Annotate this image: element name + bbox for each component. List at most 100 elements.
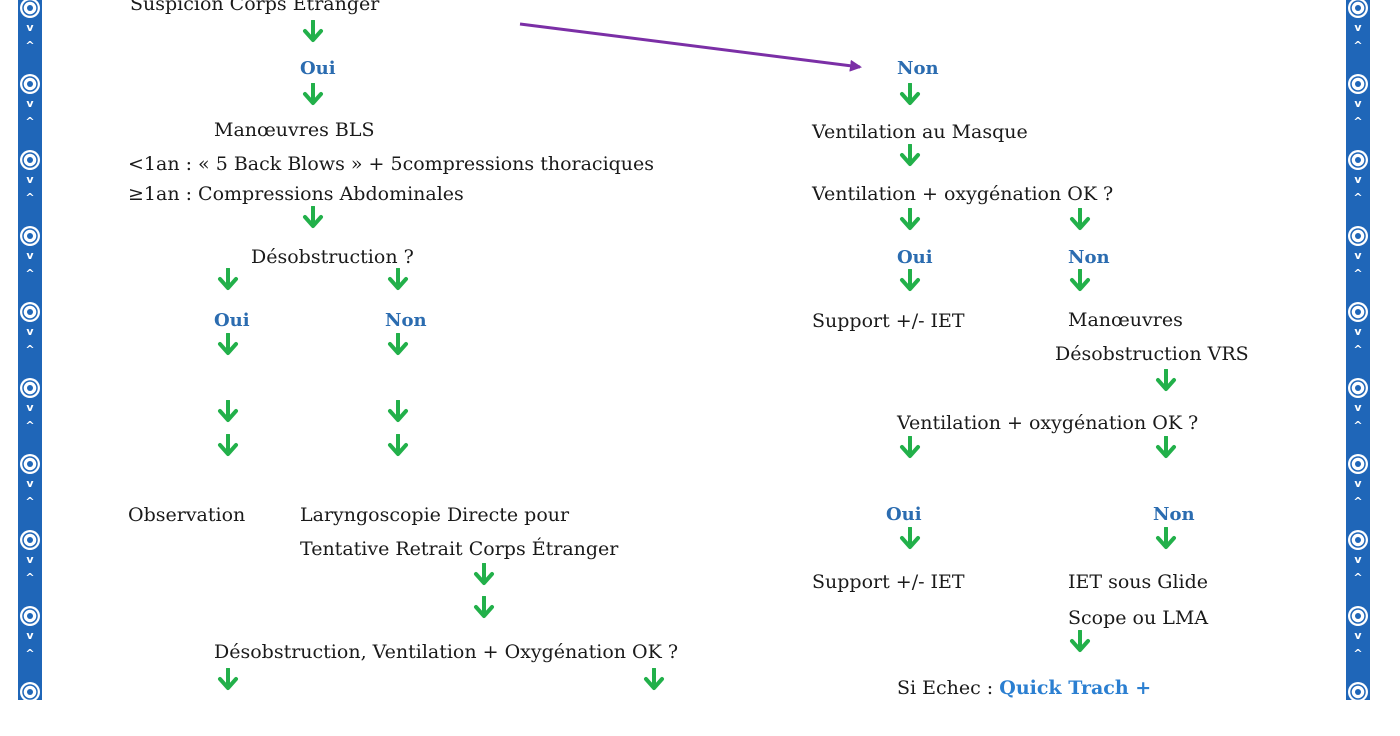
chevron-up-icon: ^ [25,115,35,128]
down-arrow-icon [474,596,494,618]
over-one-year-label: ≥1an : Compressions Abdominales [128,183,464,205]
chevron-down-icon: v [1354,21,1362,34]
support-iet-label-1: Support +/- IET [812,310,965,332]
chevron-up-icon: ^ [1353,115,1363,128]
chevron-down-icon: v [26,705,34,718]
chevron-up-icon: ^ [25,191,35,204]
right-oui-3: Oui [886,504,922,525]
chevron-down-icon: v [26,97,34,110]
flower-ornament-icon [20,74,40,94]
down-arrow-icon [388,333,408,355]
down-arrow-icon [218,668,238,690]
chevron-up-icon: ^ [1353,191,1363,204]
desobstruction-question: Désobstruction ? [251,246,414,268]
down-arrow-icon [218,400,238,422]
support-iet-label-2: Support +/- IET [812,571,965,593]
left-decorative-border: v^v^v^v^v^v^v^v^v^v^ [18,0,42,736]
laryngoscopie-line-2: Tentative Retrait Corps Étranger [300,538,619,560]
chevron-up-icon: ^ [1353,39,1363,52]
chevron-up-icon: ^ [25,267,35,280]
chevron-down-icon: v [26,173,34,186]
chevron-down-icon: v [26,477,34,490]
chevron-down-icon: v [1354,705,1362,718]
chevron-down-icon: v [26,401,34,414]
chevron-down-icon: v [26,21,34,34]
down-arrow-icon [474,563,494,585]
chevron-up-icon: ^ [25,723,35,736]
down-arrow-icon [900,527,920,549]
flower-ornament-icon [1348,150,1368,170]
ventilation-ok-question-2: Ventilation + oxygénation OK ? [897,412,1199,434]
down-arrow-icon [388,268,408,290]
down-arrow-icon [1070,630,1090,652]
flower-ornament-icon [20,226,40,246]
chevron-up-icon: ^ [25,39,35,52]
flower-ornament-icon [1348,226,1368,246]
flower-ornament-icon [20,0,40,18]
chevron-up-icon: ^ [1353,571,1363,584]
under-one-year-label: <1an : « 5 Back Blows » + 5compressions … [128,153,655,175]
chevron-down-icon: v [26,249,34,262]
right-oui-2: Oui [897,247,933,268]
right-non-1: Non [897,58,939,79]
chevron-down-icon: v [26,553,34,566]
down-arrow-icon [644,668,664,690]
chevron-up-icon: ^ [25,495,35,508]
flower-ornament-icon [20,454,40,474]
suspicion-label: Suspicion Corps Étranger [130,0,380,15]
left-oui-1: Oui [300,58,336,79]
chevron-up-icon: ^ [1353,495,1363,508]
quick-trach-label: Quick Trach + [999,677,1152,699]
down-arrow-icon [303,83,323,105]
down-arrow-icon [900,208,920,230]
chevron-down-icon: v [1354,629,1362,642]
chevron-up-icon: ^ [1353,723,1363,736]
down-arrow-icon [1070,208,1090,230]
manoeuvres-label: Manœuvres [1068,309,1183,331]
scope-lma-label: Scope ou LMA [1068,607,1209,629]
flower-ornament-icon [1348,454,1368,474]
chevron-down-icon: v [1354,477,1362,490]
flower-ornament-icon [1348,606,1368,626]
chevron-up-icon: ^ [1353,419,1363,432]
flower-ornament-icon [20,302,40,322]
chevron-down-icon: v [1354,97,1362,110]
desobstruction-vrs-label: Désobstruction VRS [1055,343,1249,365]
chevron-up-icon: ^ [25,343,35,356]
down-arrow-icon [1156,436,1176,458]
chevron-up-icon: ^ [25,419,35,432]
chevron-down-icon: v [26,629,34,642]
flower-ornament-icon [1348,530,1368,550]
chevron-down-icon: v [1354,553,1362,566]
right-non-2: Non [1068,247,1110,268]
right-non-3: Non [1153,504,1195,525]
chevron-down-icon: v [1354,173,1362,186]
down-arrow-icon [218,333,238,355]
down-arrow-icon [900,144,920,166]
flower-ornament-icon [1348,74,1368,94]
flower-ornament-icon [20,378,40,398]
chevron-up-icon: ^ [1353,343,1363,356]
flower-ornament-icon [1348,302,1368,322]
chevron-up-icon: ^ [1353,267,1363,280]
ventilation-ok-question-1: Ventilation + oxygénation OK ? [812,183,1114,205]
right-decorative-border: v^v^v^v^v^v^v^v^v^v^ [1346,0,1370,736]
laryngoscopie-line-1: Laryngoscopie Directe pour [300,504,570,526]
ventilation-masque-label: Ventilation au Masque [812,121,1028,143]
chevron-down-icon: v [1354,249,1362,262]
iet-glide-label: IET sous Glide [1068,571,1209,593]
down-arrow-icon [218,434,238,456]
down-arrow-icon [1070,269,1090,291]
down-arrow-icon [1156,369,1176,391]
left-non-2: Non [385,310,427,331]
down-arrow-icon [388,400,408,422]
chevron-up-icon: ^ [25,647,35,660]
flower-ornament-icon [20,606,40,626]
down-arrow-icon [388,434,408,456]
purple-connector-arrow [519,22,862,72]
flower-ornament-icon [20,530,40,550]
manoeuvres-bls-label: Manœuvres BLS [214,119,375,141]
down-arrow-icon [1156,527,1176,549]
chevron-down-icon: v [1354,325,1362,338]
flower-ornament-icon [20,150,40,170]
